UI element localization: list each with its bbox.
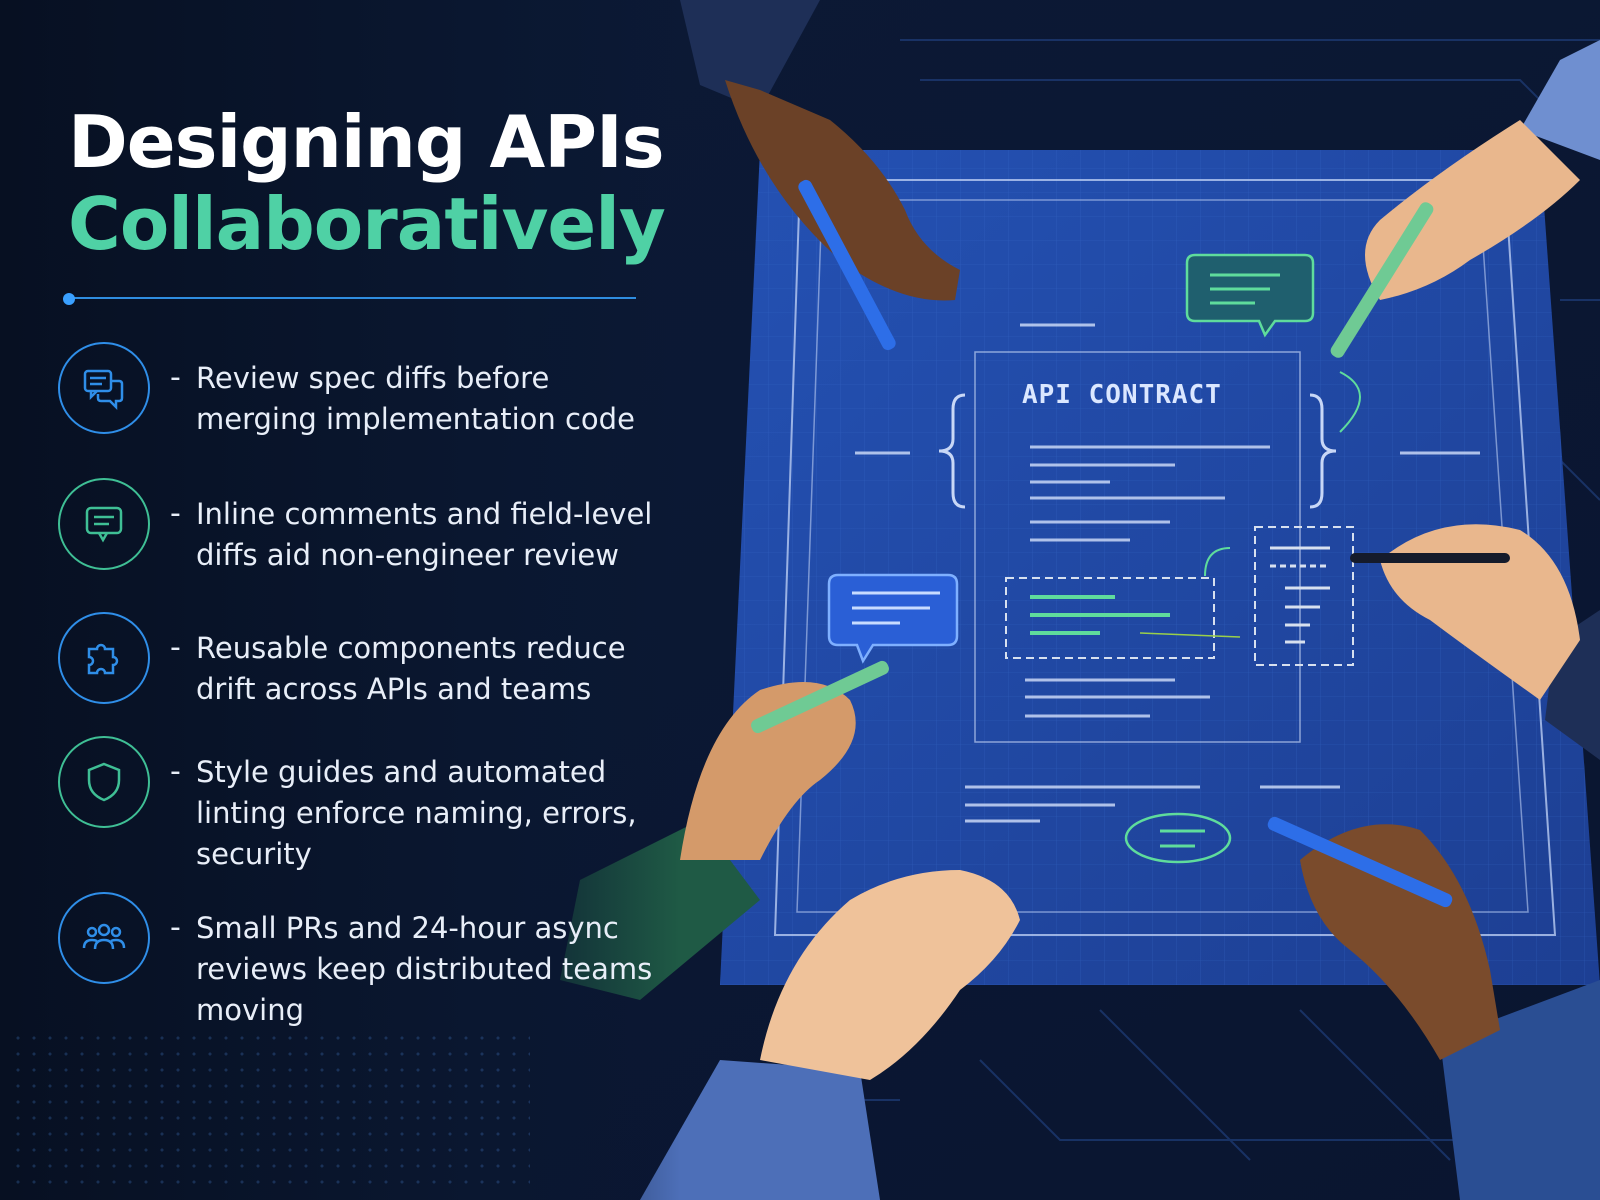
dot-pattern — [10, 1030, 530, 1190]
list-item-text: Small PRs and 24-hour async reviews keep… — [196, 911, 653, 1027]
shield-icon — [58, 736, 150, 828]
blue-comment-bubble — [827, 573, 959, 664]
bullet-dash: - — [170, 360, 181, 395]
hand-top-left — [680, 0, 960, 351]
hand-right — [1350, 524, 1600, 760]
chat-bubbles-icon — [58, 342, 150, 434]
hand-top-right — [1330, 40, 1600, 358]
divider-dot — [63, 293, 75, 305]
title-line-2: Collaboratively — [68, 182, 666, 266]
team-icon — [58, 892, 150, 984]
hand-bottom-right — [1267, 816, 1600, 1200]
puzzle-icon — [58, 612, 150, 704]
list-item-text: Reusable components reduce drift across … — [196, 631, 626, 706]
hand-bottom-center — [640, 870, 1020, 1200]
bullet-dash: - — [170, 754, 181, 789]
title-line-1: Designing APIs — [68, 100, 665, 184]
bullet-dash: - — [170, 630, 181, 665]
bullet-dash: - — [170, 496, 181, 531]
page-title: Designing APIs Collaboratively — [68, 100, 666, 266]
list-item-text: Style guides and automated linting enfor… — [196, 755, 637, 871]
list-item-text: Review spec diffs before merging impleme… — [196, 361, 635, 436]
bullet-dash: - — [170, 910, 181, 945]
list-item-text: Inline comments and field-level diffs ai… — [196, 497, 653, 572]
comment-icon — [58, 478, 150, 570]
title-divider — [64, 297, 636, 299]
green-comment-bubble — [1185, 253, 1315, 338]
api-contract-label: API CONTRACT — [1022, 380, 1222, 410]
text-panel — [0, 0, 680, 1200]
